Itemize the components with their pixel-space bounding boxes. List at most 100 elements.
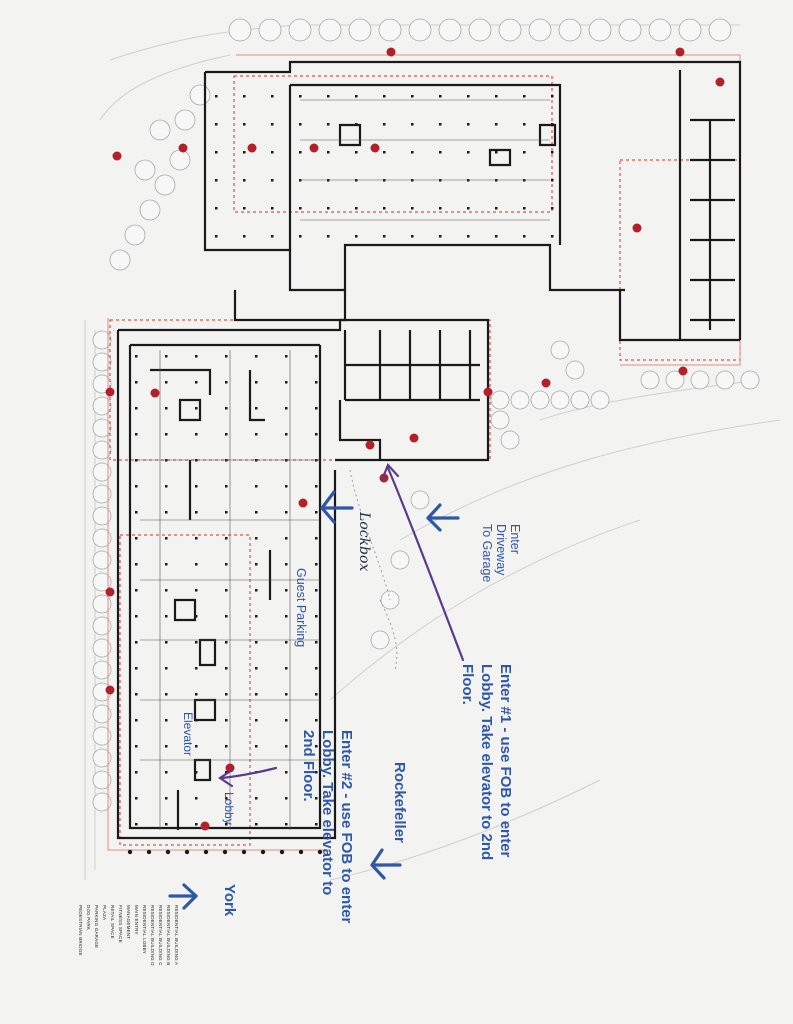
column [315, 355, 318, 358]
column [467, 95, 470, 98]
column [467, 151, 470, 154]
column [195, 381, 198, 384]
column [315, 771, 318, 774]
column [165, 485, 168, 488]
column [523, 95, 526, 98]
column [195, 485, 198, 488]
column [225, 355, 228, 358]
column [135, 511, 138, 514]
column [315, 745, 318, 748]
column [285, 745, 288, 748]
column [225, 797, 228, 800]
location-marker [105, 685, 115, 695]
tree [92, 484, 112, 504]
tree [715, 370, 735, 390]
tree [678, 18, 702, 42]
column [135, 745, 138, 748]
tree [590, 390, 610, 410]
bollard [127, 849, 133, 855]
column [195, 407, 198, 410]
column [411, 151, 414, 154]
bollard [165, 849, 171, 855]
tree [92, 660, 112, 680]
column [135, 563, 138, 566]
column [551, 235, 554, 238]
column [523, 123, 526, 126]
legend-item: RESIDENTIAL BUILDING C [158, 905, 163, 966]
column [195, 511, 198, 514]
tree [558, 18, 582, 42]
column [523, 235, 526, 238]
legend-item: PARKING GARAGE [94, 905, 99, 949]
column [135, 641, 138, 644]
tree [530, 390, 550, 410]
enter-2-instructions: Enter #2 - use FOB to enter Lobby. Take … [300, 730, 355, 924]
column [285, 667, 288, 670]
location-marker [365, 440, 375, 450]
column [495, 151, 498, 154]
column [165, 745, 168, 748]
column [165, 537, 168, 540]
column [195, 797, 198, 800]
column [285, 589, 288, 592]
column [299, 207, 302, 210]
column [225, 641, 228, 644]
column [135, 719, 138, 722]
enter-1-instructions: Enter #1 - use FOB to enter Lobby. Take … [459, 664, 514, 861]
column [495, 235, 498, 238]
column [315, 693, 318, 696]
tree [708, 18, 732, 42]
tree [92, 594, 112, 614]
column [243, 207, 246, 210]
bollard [222, 849, 228, 855]
column [225, 485, 228, 488]
column [215, 207, 218, 210]
column [135, 667, 138, 670]
column [165, 667, 168, 670]
tree [134, 159, 156, 181]
column [255, 407, 258, 410]
column [195, 641, 198, 644]
route-enter-2 [220, 766, 278, 780]
location-marker [675, 47, 685, 57]
tree [528, 18, 552, 42]
column [255, 537, 258, 540]
column [299, 123, 302, 126]
column [315, 615, 318, 618]
tree [348, 18, 372, 42]
tree [174, 109, 196, 131]
column [195, 537, 198, 540]
column [355, 123, 358, 126]
tree [92, 528, 112, 548]
column [439, 151, 442, 154]
location-marker [386, 47, 396, 57]
column [285, 823, 288, 826]
tree [92, 374, 112, 394]
tree [550, 340, 570, 360]
site-context [84, 24, 781, 881]
column [255, 485, 258, 488]
column [165, 381, 168, 384]
trees [92, 18, 760, 812]
column [135, 823, 138, 826]
column [195, 667, 198, 670]
column [467, 123, 470, 126]
tree [318, 18, 342, 42]
column [165, 615, 168, 618]
location-marker [105, 387, 115, 397]
column [285, 433, 288, 436]
column [195, 771, 198, 774]
column [135, 381, 138, 384]
legend-item: PLAZA [102, 905, 107, 921]
tree [92, 396, 112, 416]
tree [288, 18, 312, 42]
column [225, 667, 228, 670]
column [383, 95, 386, 98]
legend-item: MAIN ENTRY [134, 905, 139, 935]
column [523, 207, 526, 210]
map-legend: RESIDENTIAL BUILDING A RESIDENTIAL BUILD… [76, 905, 180, 966]
column [383, 235, 386, 238]
column [195, 355, 198, 358]
column [315, 407, 318, 410]
tree [665, 370, 685, 390]
